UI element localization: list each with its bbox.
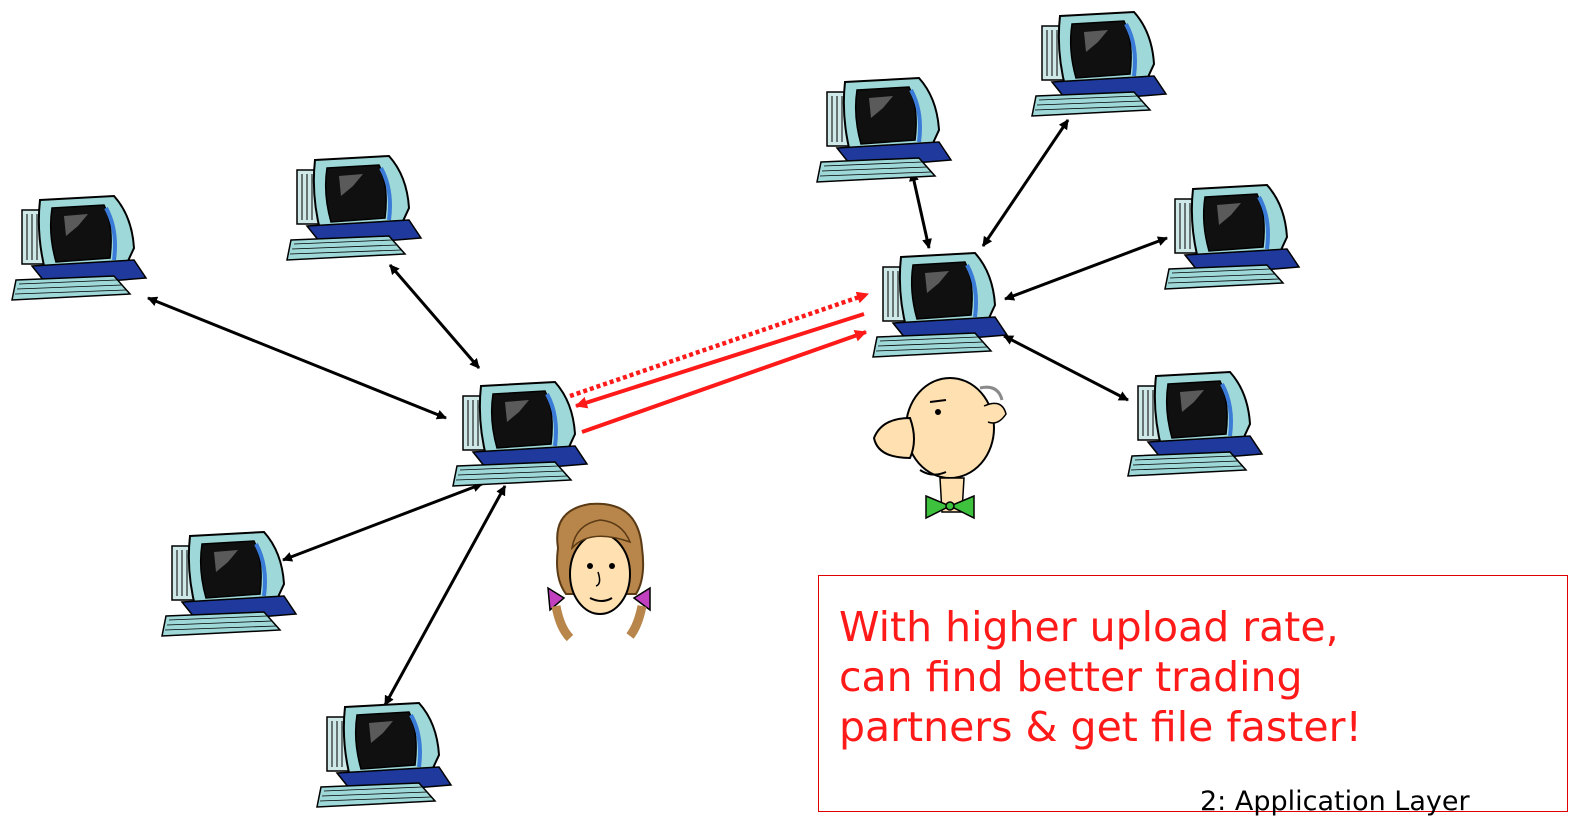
desktop-computer-icon [10, 194, 148, 302]
desktop-computer-icon [1126, 370, 1264, 478]
callout-line-3: partners & get file faster! [839, 703, 1362, 751]
desktop-computer-icon [451, 380, 589, 488]
desktop-computer-icon [815, 76, 953, 184]
arrow-bob-peer-lower-right [1003, 334, 1129, 402]
callout-line-2: can find better trading [839, 653, 1303, 701]
desktop-computer-icon [1030, 10, 1168, 118]
arrow-bob-peer-right [1004, 236, 1168, 301]
desktop-computer-icon [1163, 183, 1301, 291]
desktop-computer-icon [871, 251, 1009, 359]
return-arrow [575, 312, 865, 409]
arrow-alice-peer-bottom [383, 485, 507, 706]
girl-with-pigtails-icon [547, 502, 651, 642]
bald-man-with-bowtie-icon [872, 377, 1007, 520]
arrow-bob-peer-top-left [909, 171, 932, 249]
send-arrow [581, 329, 867, 434]
arrow-bob-peer-top-right [981, 119, 1070, 247]
callout-line-1: With higher upload rate, [839, 603, 1339, 651]
optimistic-unchoke-arrow [569, 291, 869, 399]
desktop-computer-icon [315, 701, 453, 809]
arrow-alice-peer-top-left [388, 264, 481, 369]
trading-arrows [569, 291, 869, 434]
desktop-computer-icon [285, 154, 423, 262]
desktop-computer-icon [160, 530, 298, 638]
slide-footer: 2: Application Layer [1200, 786, 1470, 817]
callout-box: With higher upload rate, can find better… [818, 575, 1568, 812]
arrow-alice-peer-lower-left [282, 482, 483, 562]
connection-arrows-left [147, 264, 507, 706]
connection-arrows-right [909, 119, 1168, 402]
arrow-alice-peer-far-left [147, 296, 447, 420]
